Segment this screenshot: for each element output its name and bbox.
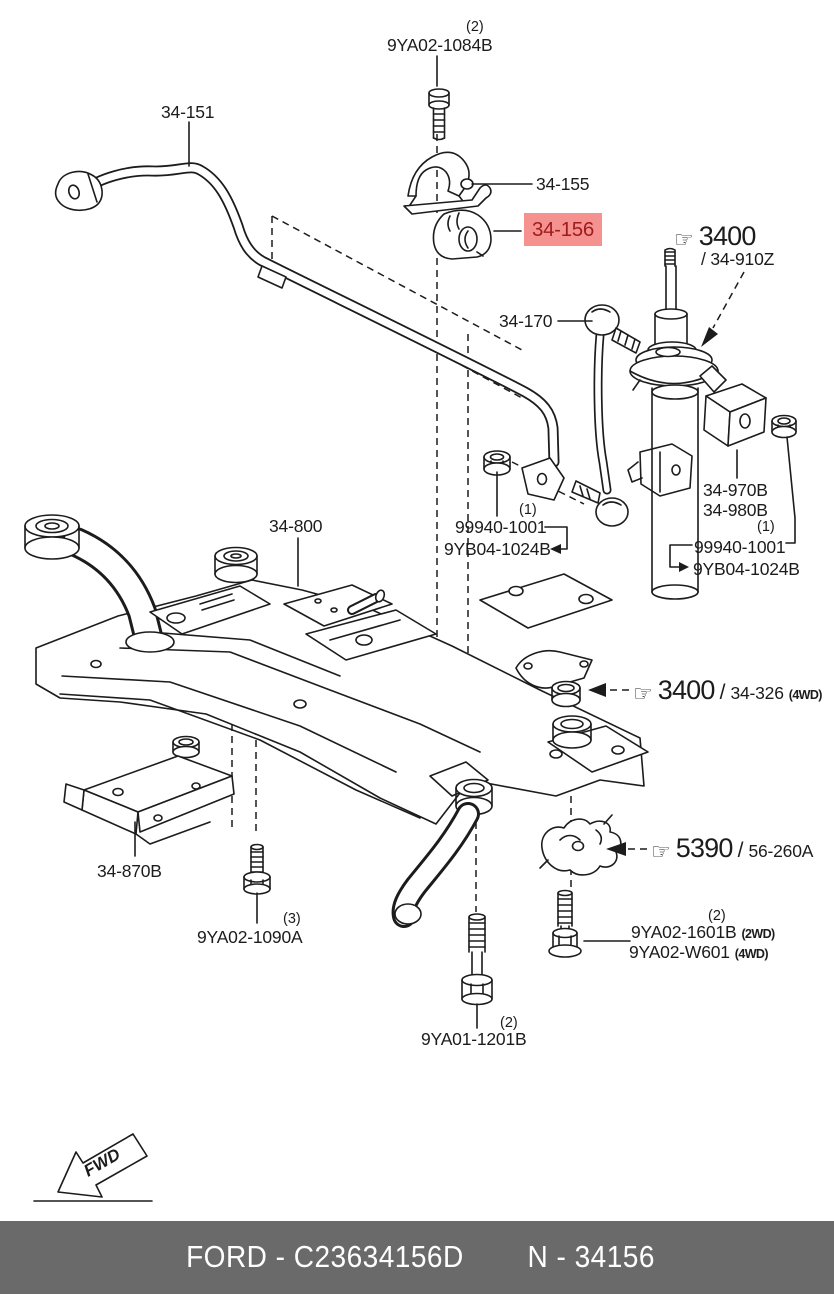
bolt-w601-part-number: 9YA02-W601 (629, 942, 730, 962)
catalog-footer-bar: FORD - C23634156D N - 34156 (0, 1221, 834, 1294)
callout-crossmember: 34-800 (269, 516, 323, 536)
bolt-w601-drive-tag: (4WD) (734, 947, 769, 961)
callout-bolt-top-qty: (2) (466, 19, 484, 35)
bolt-1201b-drawing (461, 913, 493, 1006)
callout-bolt-w601: 9YA02-W601 (4WD) (629, 942, 769, 962)
callout-stabilizer-link: 34-170 (499, 311, 553, 331)
callout-bracket-ref: ☞ 5390 / 56-260A (651, 833, 814, 865)
stabilizer-link-drawing (571, 304, 641, 527)
callout-bolt-top: 9YA02-1084B (387, 35, 493, 55)
callout-lower-bracket: 34-870B (97, 861, 162, 881)
mount-group-number: 3400 (657, 675, 716, 705)
highlighted-part-34-156[interactable]: 34-156 (524, 213, 602, 246)
hand-pointer-icon: ☞ (633, 682, 653, 707)
bracket-5390-drawing (539, 814, 622, 876)
hand-pointer-icon: ☞ (674, 228, 694, 253)
callout-bolt-1601: 9YA02-1601B (2WD) (631, 922, 775, 942)
bracket-ref-separator: / (737, 839, 744, 862)
fwd-arrow: FWD (33, 1133, 153, 1202)
bolt-1601b-drawing (548, 889, 582, 958)
callout-bolt-1201-qty: (2) (500, 1015, 518, 1031)
footer-part-number: N - 34156 (527, 1240, 655, 1274)
callout-strut-bracket-b: 34-980B (703, 500, 768, 520)
hand-pointer-icon: ☞ (651, 840, 671, 865)
bracket-group-number: 5390 (675, 833, 734, 863)
callout-mount-ref: ☞ 3400 / 34-326 (4WD) (633, 675, 823, 707)
mount-part-number: 34-326 (730, 683, 784, 703)
callout-strut-bracket-a: 34-970B (703, 480, 768, 500)
bracket-34-870b-drawing (63, 735, 235, 845)
callout-bolt-1090: 9YA02-1090A (197, 927, 303, 947)
nut-left-drawing (483, 450, 511, 476)
callout-bolt-1090-qty: (3) (283, 911, 301, 927)
stabilizer-bar-drawing (54, 162, 565, 501)
callout-nut-left: 99940-1001 (455, 517, 547, 537)
callout-bolt-1201: 9YA01-1201B (421, 1029, 527, 1049)
callout-nut-right: 99940-1001 (694, 537, 786, 557)
callout-strut-group: ☞ 3400 (674, 221, 757, 253)
callout-nut-left-alt: 9YB04-1024B (444, 539, 551, 559)
footer-part-code: FORD - C23634156D (185, 1240, 464, 1274)
bolt-1601-drive-tag: (2WD) (741, 927, 775, 941)
callout-bushing-bracket: 34-155 (536, 174, 590, 194)
bracket-34-155-drawing (403, 151, 492, 215)
callout-nut-left-qty: (1) (519, 502, 537, 518)
callout-nut-right-qty: (1) (757, 519, 775, 535)
subframe-drawing (24, 514, 649, 928)
bolt-1090a-drawing (243, 843, 271, 895)
nut-right-drawing (771, 414, 797, 439)
callout-nut-right-alt: 9YB04-1024B (693, 559, 800, 579)
bushing-34-156-drawing (432, 209, 492, 260)
callout-bolt-1601-qty: (2) (708, 908, 726, 924)
mount-ref-separator: / (719, 681, 726, 704)
bolt-1084b-drawing (428, 55, 450, 141)
bracket-34-970b-drawing (699, 365, 767, 447)
callout-stabilizer-bar: 34-151 (161, 102, 215, 122)
leader-lines (134, 121, 796, 1029)
mount-34-326-drawing (515, 650, 593, 708)
bolt-1601-part-number: 9YA02-1601B (631, 922, 737, 942)
strut-group-number: 3400 (698, 221, 757, 251)
strut-drawing (627, 247, 719, 600)
callout-strut-part: / 34-910Z (701, 249, 775, 269)
mount-drive-tag: (4WD) (788, 688, 823, 702)
bracket-part-number: 56-260A (748, 841, 814, 861)
